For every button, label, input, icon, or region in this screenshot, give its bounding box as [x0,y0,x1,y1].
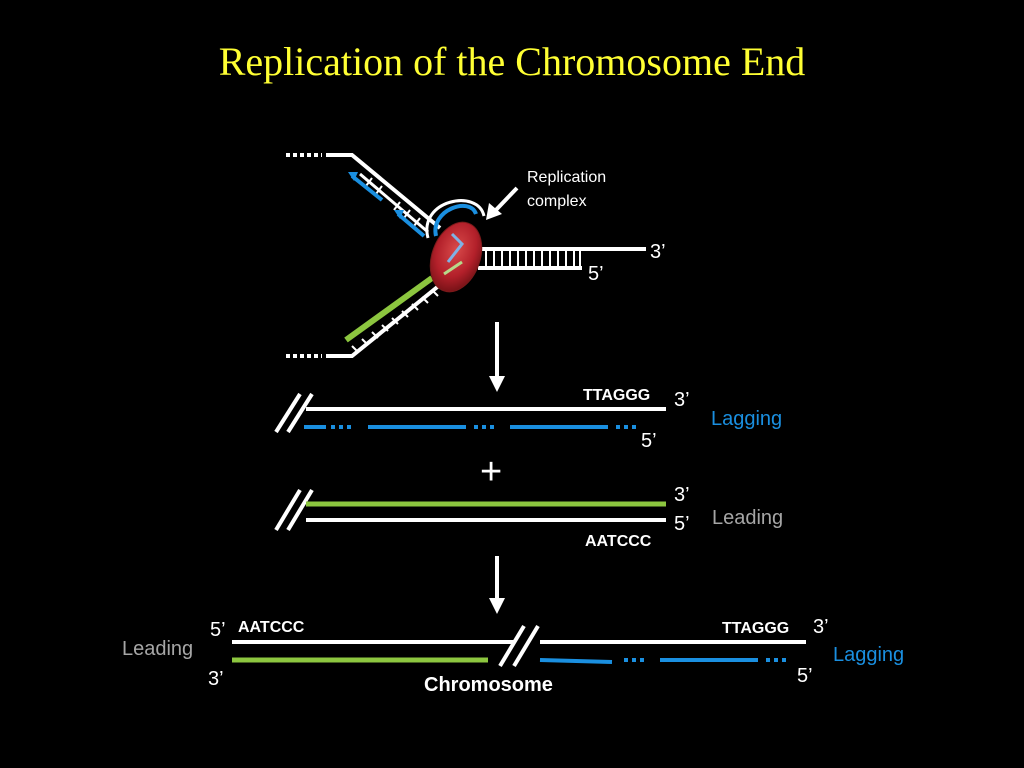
lagging-loop-outer [425,199,486,239]
down-arrow-1-head [489,376,505,392]
leading-break-mark-2 [286,488,314,532]
slide-title: Replication of the Chromosome End [218,39,806,84]
leading-seq-label: AATCCC [585,533,652,550]
okazaki-arrow-1 [348,172,358,181]
okazaki-arrow-2 [394,210,404,219]
fork-lower-parental-strand [326,278,448,358]
fork-upper-parental-strand [326,153,442,230]
leading-strand-green [344,275,434,343]
replication-complex-label: Replication complex [527,169,611,210]
down-arrow-2-head [489,598,505,614]
lagging-loop [433,203,478,237]
leading-product [274,488,666,532]
callout-line-1: Replication [527,169,606,186]
chromosome-lagging-strand [539,658,790,664]
chromosome-break-mark-2 [512,624,540,668]
plus-sign: + [480,451,502,493]
callout-arrowhead [486,203,502,220]
chromosome-left-5prime: 5’ [210,619,226,641]
complex-inner-strand [446,232,464,263]
chromosome [232,624,806,668]
fork-lower-base-ticks [351,289,439,353]
chromosome-label: Chromosome [424,674,553,696]
leading-label: Leading [712,507,783,529]
lagging-break-mark-2 [286,392,314,434]
lagging-seq-label: TTAGGG [583,387,650,404]
chromosome-left-3prime: 3’ [208,668,224,690]
chromosome-right-3prime: 3’ [813,616,829,638]
leading-break-mark-1 [274,488,302,532]
callout-arrow [492,186,519,214]
chromosome-break-mark-1 [498,624,526,668]
leading-5prime-label: 5’ [674,513,690,535]
okazaki-fragments [350,174,426,238]
lagging-label: Lagging [711,408,782,430]
lagging-break-mark-1 [274,392,302,434]
replication-fork [286,153,646,358]
fork-upper-base-ticks [365,177,421,227]
fork-upper-template-strand [359,172,429,234]
leading-3prime-label: 3’ [674,484,690,506]
fork-5prime-label: 5’ [588,263,604,285]
lagging-3prime-label: 3’ [674,389,690,411]
chromosome-left-label: Leading [122,638,193,660]
chromosome-right-label: Lagging [833,644,904,666]
lagging-5prime-label: 5’ [641,430,657,452]
chromosome-right-seq: TTAGGG [722,620,789,637]
complex-inner-green [443,260,463,276]
duplex-base-pairs [485,251,581,266]
replication-complex [429,221,483,293]
chromosome-right-5prime: 5’ [797,665,813,687]
callout-line-2: complex [527,193,587,210]
lagging-product [274,392,666,434]
fork-3prime-label: 3’ [650,241,666,263]
chromosome-left-seq: AATCCC [238,619,305,636]
